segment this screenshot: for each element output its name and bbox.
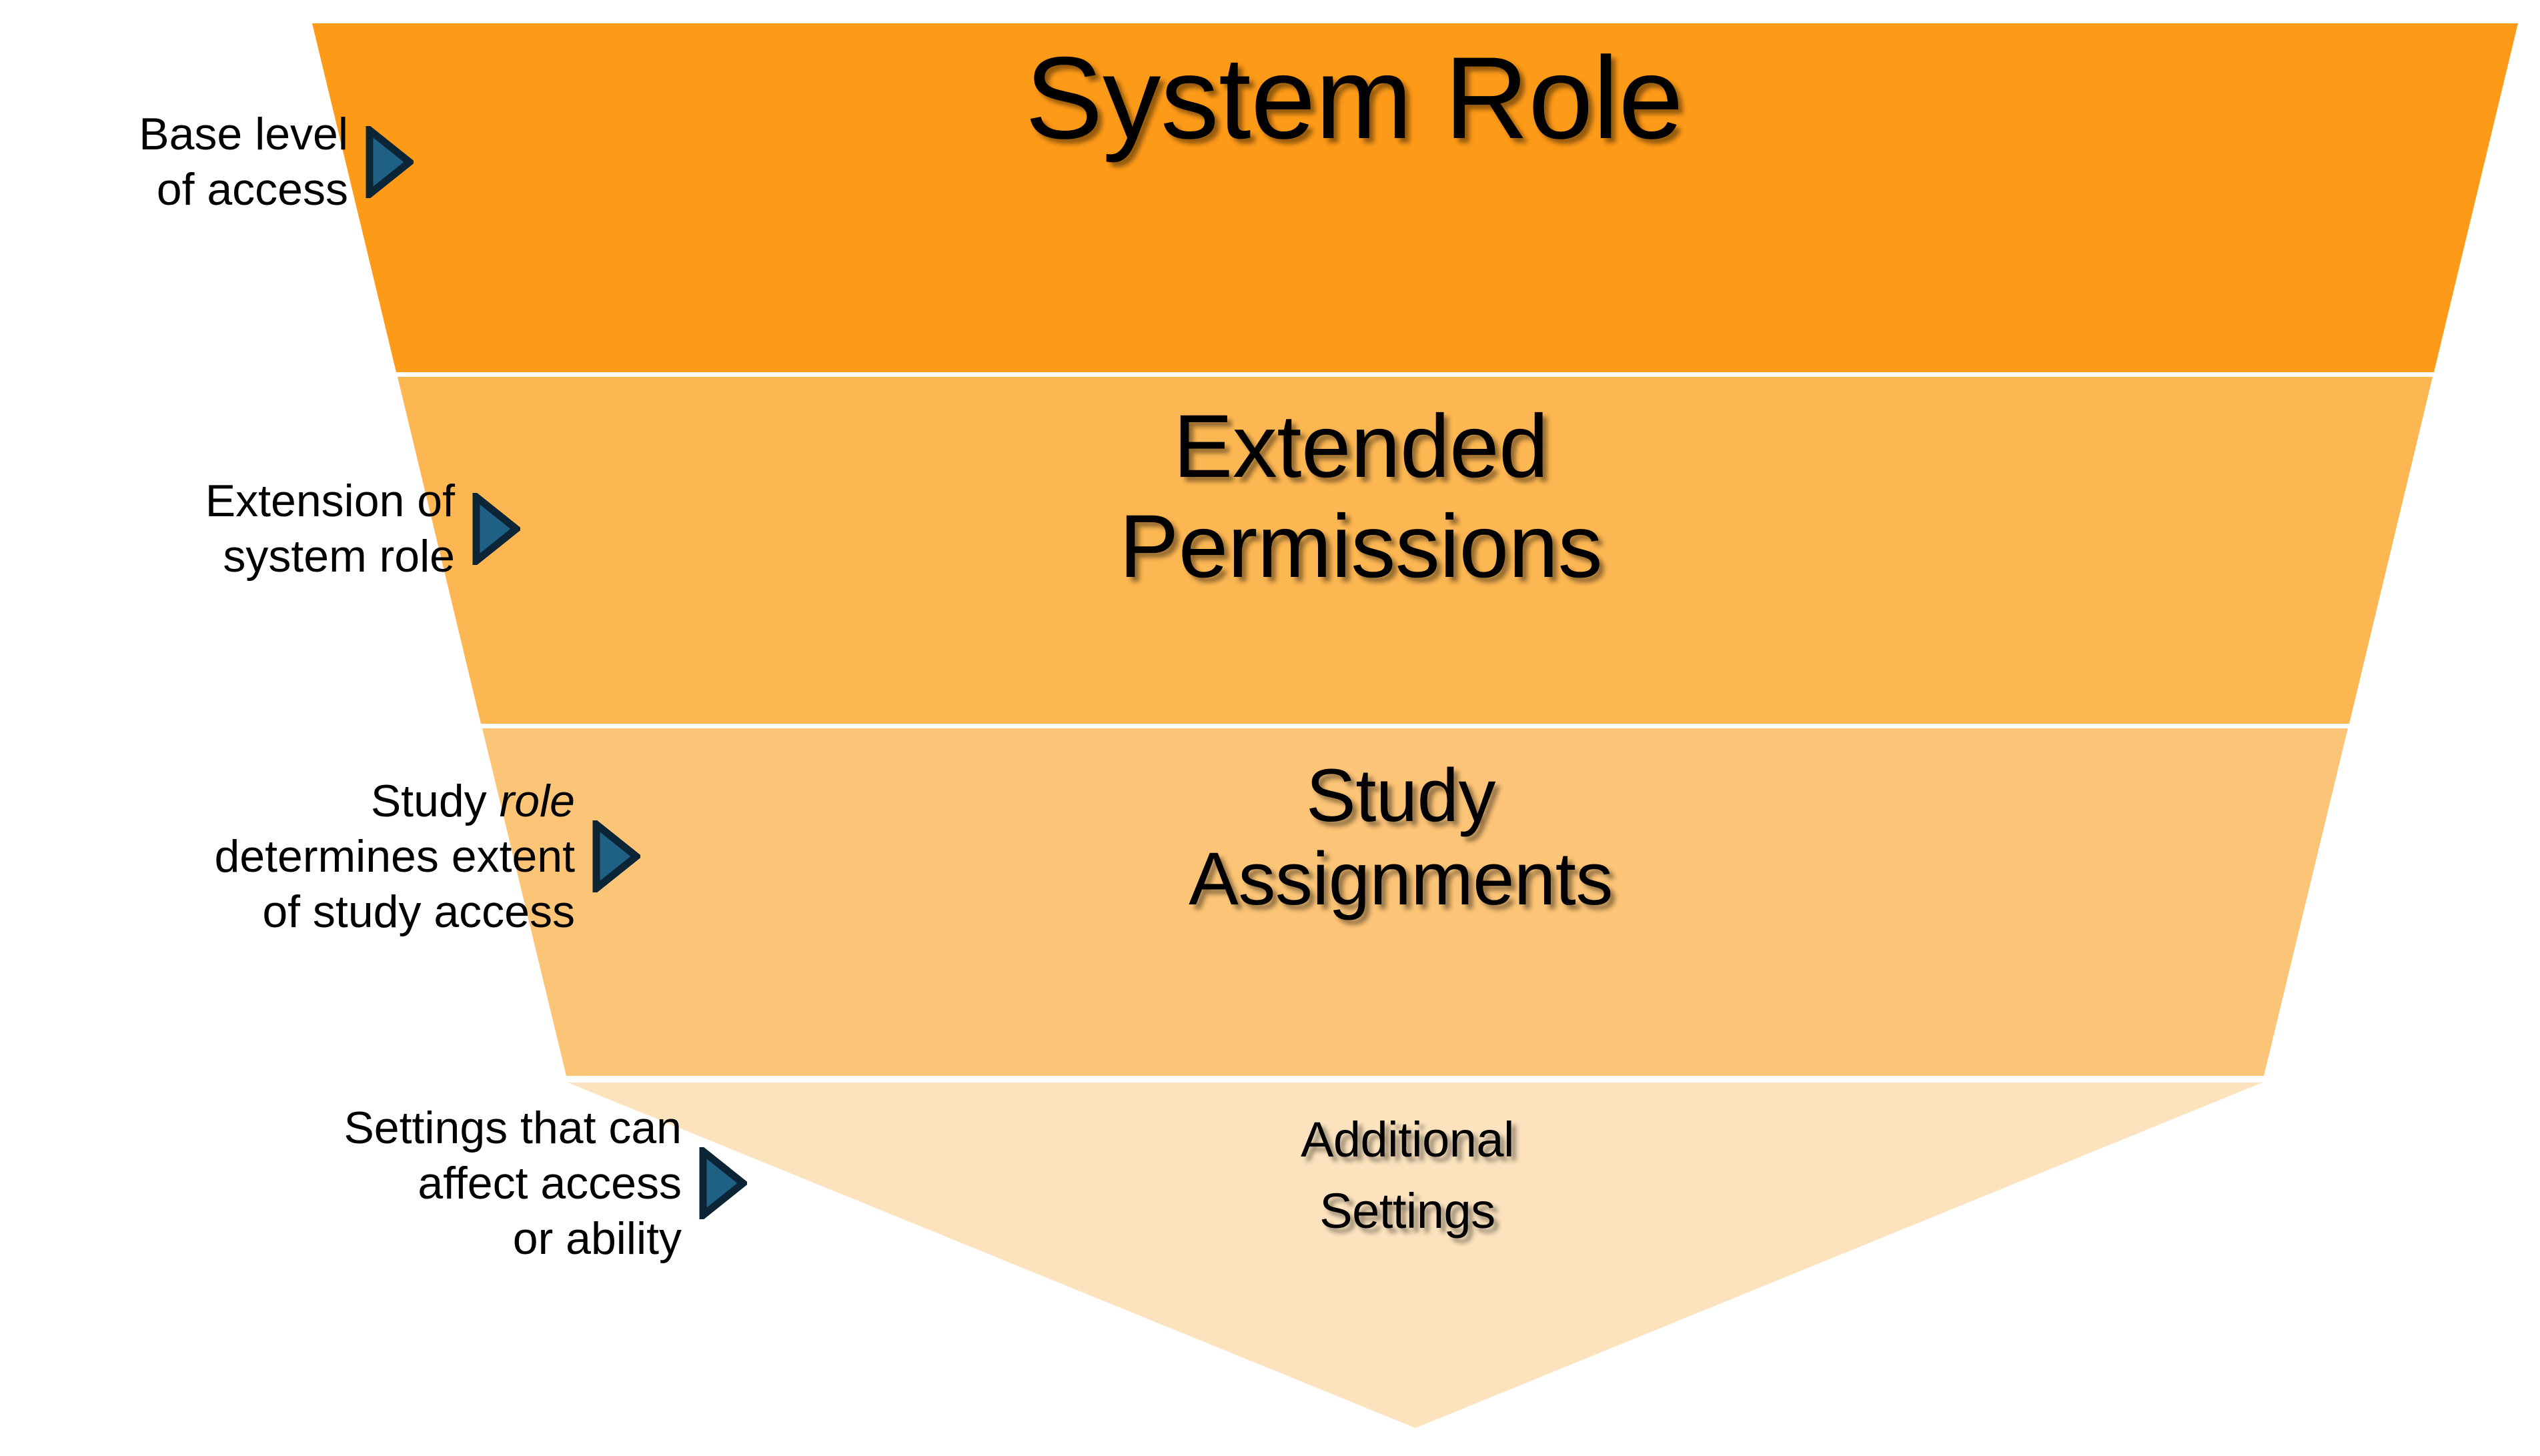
- annotation-emphasis-role: role: [499, 776, 575, 826]
- annotation-row-study-assignments: Study role determines extent of study ac…: [0, 774, 640, 940]
- triangle-right-icon: [699, 1147, 747, 1220]
- annotation-text-system-role: Base level of access: [139, 109, 348, 215]
- annotation-text-study-assignments: Study role determines extent of study ac…: [214, 776, 575, 937]
- annotation-row-extended-permissions: Extension of system role: [0, 474, 520, 584]
- triangle-right-icon: [472, 492, 520, 565]
- annotation-text-additional-settings: Settings that can affect access or abili…: [344, 1103, 682, 1264]
- funnel-band-system-role: [312, 23, 2518, 372]
- funnel-band-extended-permissions: [398, 377, 2433, 724]
- funnel-band-study-assignments: [482, 728, 2348, 1076]
- funnel-band-additional-settings: [568, 1082, 2263, 1428]
- annotation-row-system-role: Base level of access: [0, 107, 414, 217]
- triangle-right-icon: [592, 820, 640, 893]
- annotation-text-extended-permissions: Extension of system role: [205, 476, 455, 582]
- triangle-right-icon: [366, 125, 414, 198]
- annotation-row-additional-settings: Settings that can affect access or abili…: [0, 1101, 747, 1267]
